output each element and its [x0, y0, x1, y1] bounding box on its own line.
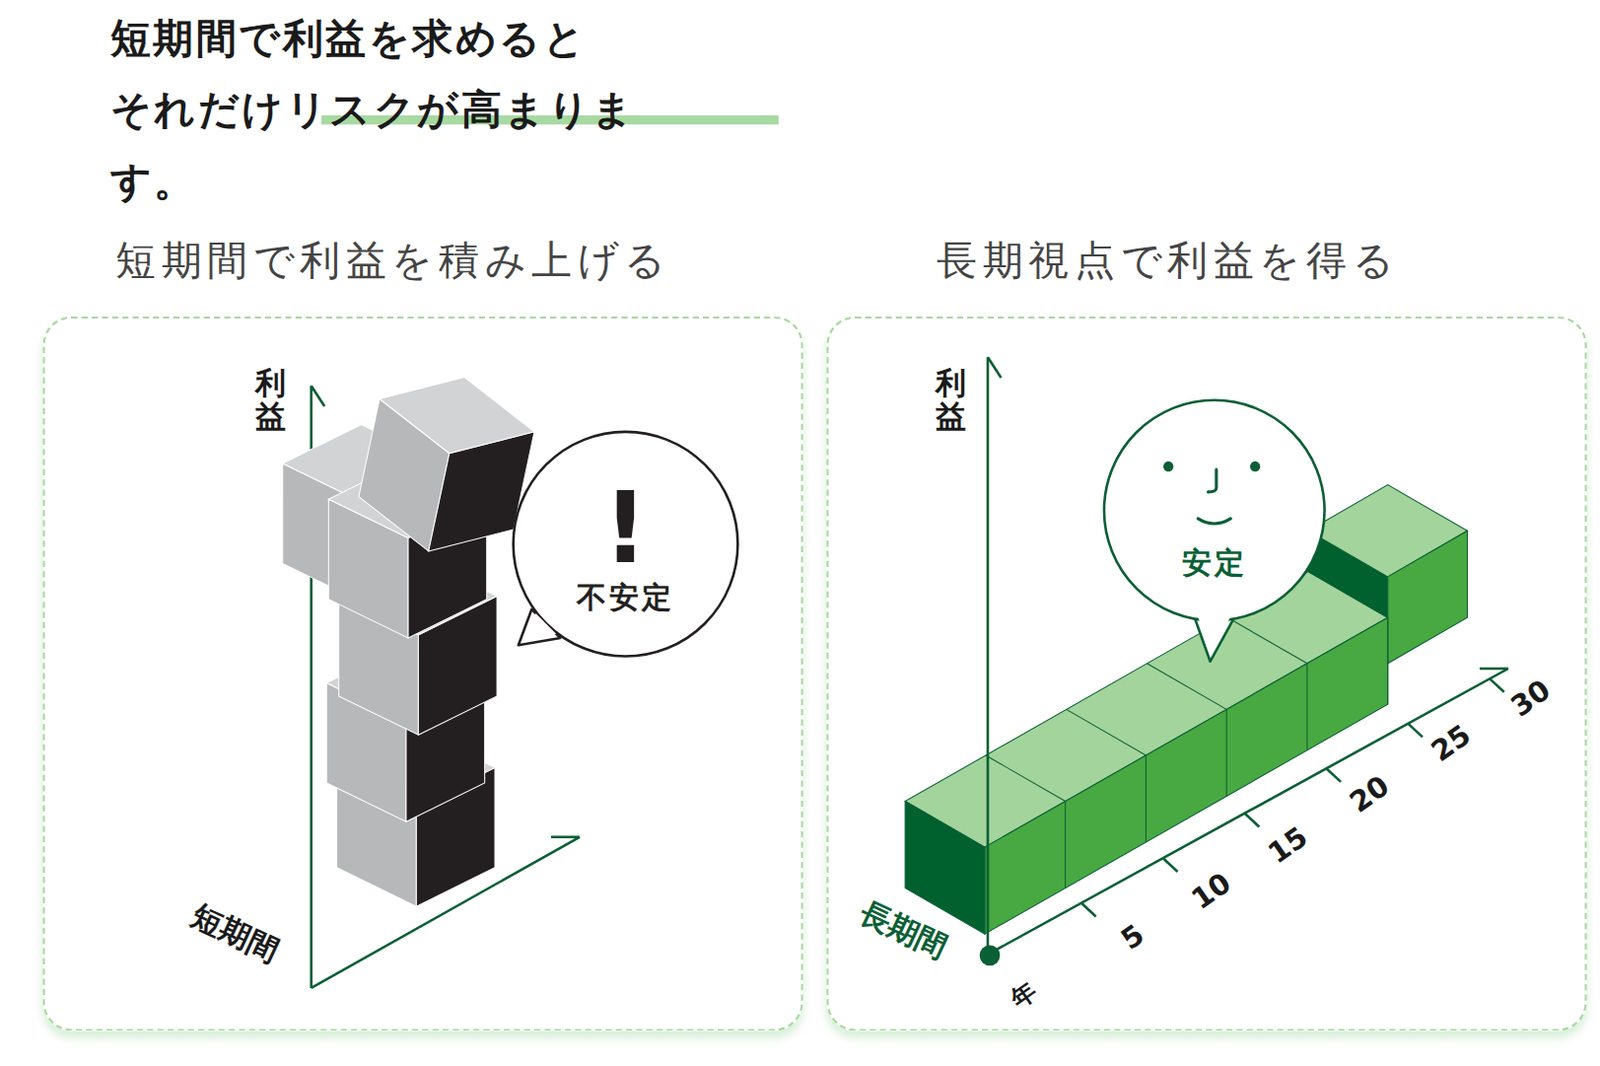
stable-blocks [904, 485, 1467, 934]
tick-label: 年 [1004, 974, 1044, 1016]
panel-heading: 長期視点で利益を得る [936, 229, 1399, 291]
axes-right [987, 356, 1509, 955]
bubble-text: 安定 [1102, 398, 1327, 624]
tick-label: 5 [1114, 916, 1151, 957]
bubble-outline [1102, 398, 1327, 624]
tick-label: 15 [1261, 820, 1315, 871]
axis-label: 利益 [255, 365, 286, 433]
title: 短期間で利益を求めると それだけリスクが高まります。 [110, 1, 641, 216]
panel-heading: 短期間で利益を積み上げる [115, 229, 672, 291]
axis-label: 短期間 [184, 895, 285, 973]
exclamation: ! [603, 479, 648, 577]
tick-label: 30 [1504, 672, 1557, 723]
tick-label: 20 [1343, 768, 1396, 820]
panel: 短期間で利益を積み上げる!不安定 [42, 229, 803, 1032]
tick-label: 10 [1184, 865, 1238, 916]
speech-bubble: !不安定 [511, 429, 741, 659]
origin-dot [979, 945, 1001, 967]
speech-bubble: 安定 [1102, 398, 1327, 624]
bubble-label: 安定 [1182, 543, 1248, 584]
dashed-frame [42, 316, 803, 1032]
tick-label: 25 [1425, 717, 1478, 768]
axis-label: 利益 [935, 365, 967, 433]
unstable-stack [282, 360, 543, 906]
bubble-text: !不安定 [511, 429, 741, 659]
bubble-label: 不安定 [576, 577, 675, 619]
